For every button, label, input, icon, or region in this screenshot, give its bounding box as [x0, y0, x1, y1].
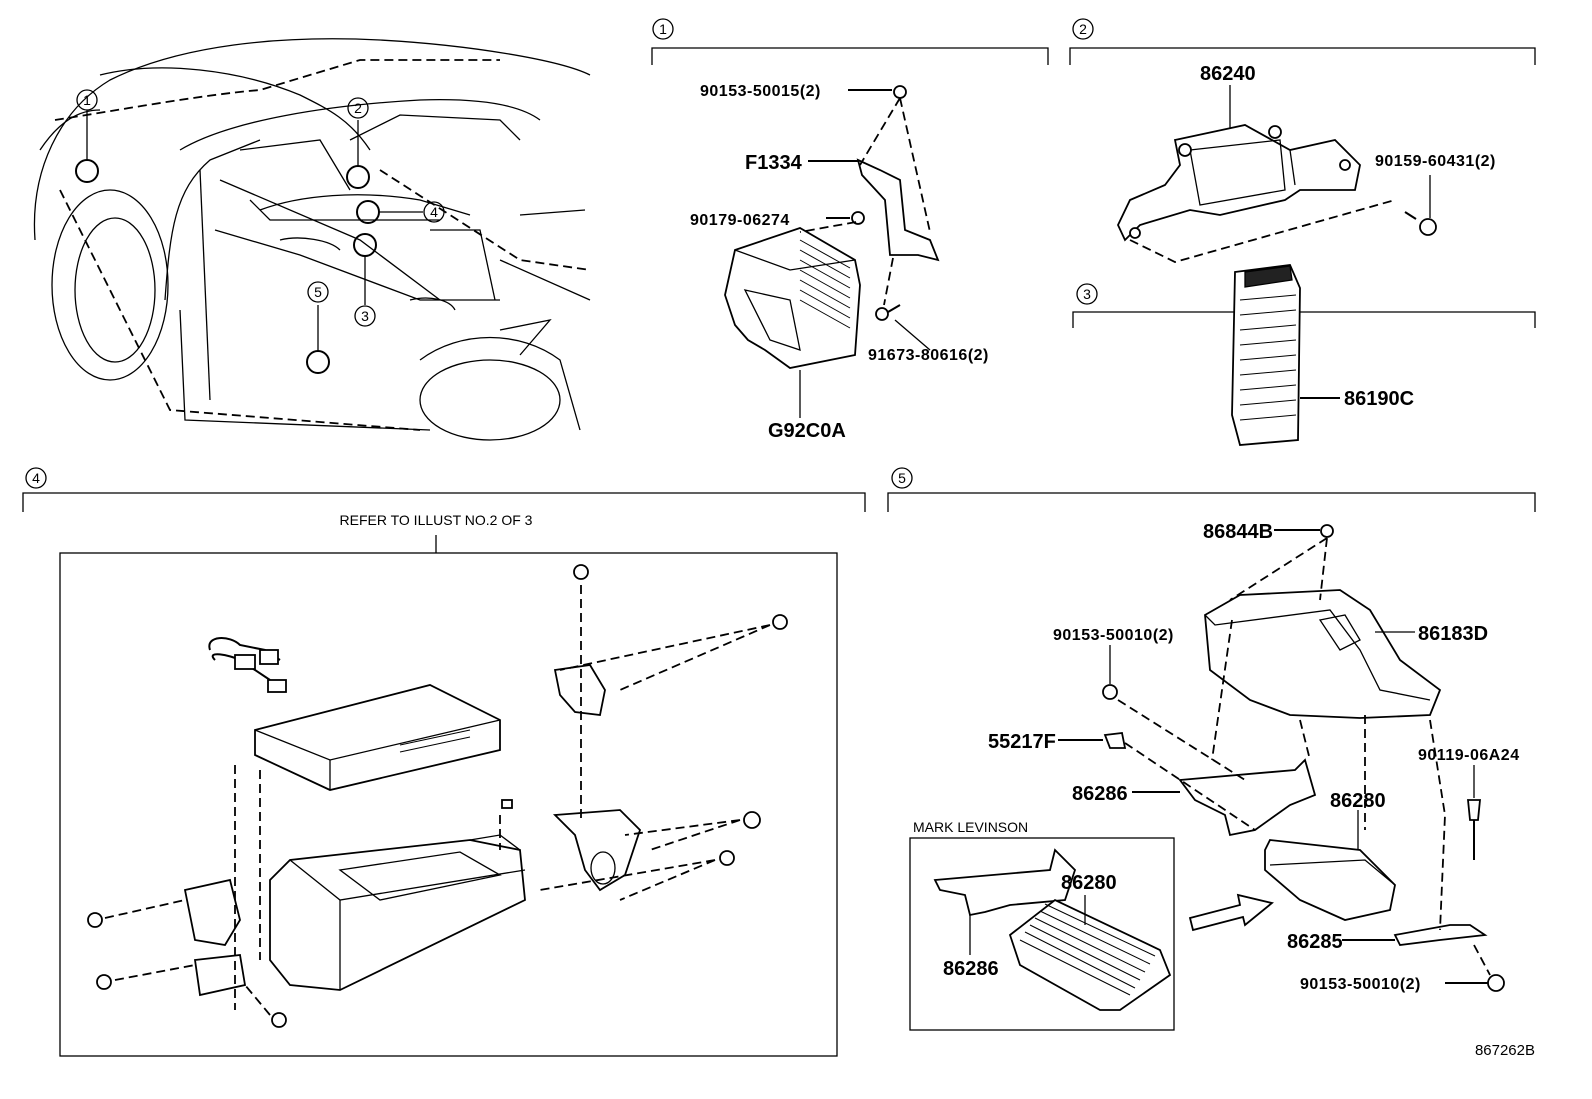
callout-2-overview: 2: [347, 97, 369, 119]
label-90153-50015: 90153-50015(2): [700, 83, 821, 100]
callout-1-overview: 1: [76, 89, 98, 111]
callout-3-overview: 3: [354, 305, 376, 327]
svg-text:5: 5: [898, 470, 906, 486]
label-90159-60431: 90159-60431(2): [1375, 153, 1496, 170]
label-86285: 86285: [1287, 931, 1343, 953]
label-ml-86286: 86286: [943, 958, 999, 980]
section-4-parts: [59, 535, 838, 1057]
callout-4-overview: 4: [423, 201, 445, 223]
label-86190C: 86190C: [1344, 388, 1414, 410]
label-90153-50010-bottom: 90153-50010(2): [1300, 976, 1421, 993]
label-F1334: F1334: [745, 152, 803, 174]
section-2-parts: [1117, 85, 1437, 263]
section-1-bracket: 1: [651, 18, 1049, 65]
car-overview-illustration: [33, 38, 591, 441]
section-5-parts: [909, 524, 1505, 1031]
label-86286: 86286: [1072, 783, 1128, 805]
label-90119-06A24: 90119-06A24: [1418, 747, 1520, 764]
section-4-bracket: 4: [22, 467, 866, 512]
label-86240: 86240: [1200, 63, 1256, 85]
location-marker-3: [353, 233, 377, 257]
location-marker-5: [306, 350, 330, 374]
svg-text:5: 5: [314, 284, 322, 300]
label-91673-80616: 91673-80616(2): [868, 347, 989, 364]
label-55217F: 55217F: [988, 731, 1056, 753]
label-90153-50010-top: 90153-50010(2): [1053, 627, 1174, 644]
label-86280: 86280: [1330, 790, 1386, 812]
svg-text:1: 1: [659, 21, 667, 37]
svg-text:4: 4: [430, 204, 438, 220]
svg-text:3: 3: [361, 308, 369, 324]
mark-levinson-note: MARK LEVINSON: [913, 819, 1028, 835]
location-marker-1: [75, 159, 99, 183]
section-5-bracket: 5: [887, 467, 1536, 512]
refer-note: REFER TO ILLUST NO.2 OF 3: [340, 512, 533, 528]
svg-text:2: 2: [1079, 21, 1087, 37]
label-ml-86280: 86280: [1061, 872, 1117, 894]
location-marker-2: [346, 165, 370, 189]
label-G92C0A: G92C0A: [768, 420, 846, 442]
svg-text:1: 1: [83, 92, 91, 108]
svg-text:4: 4: [32, 470, 40, 486]
drawing-number: 867262B: [1475, 1042, 1535, 1059]
svg-text:2: 2: [354, 100, 362, 116]
label-86844B: 86844B: [1203, 521, 1273, 543]
section-3-part-relay: [1231, 264, 1340, 446]
section-1-parts: [724, 85, 940, 418]
section-3-bracket: 3: [1072, 283, 1536, 328]
svg-text:3: 3: [1083, 286, 1091, 302]
callout-5-overview: 5: [307, 281, 329, 303]
section-2-bracket: 2: [1069, 18, 1536, 65]
label-90179-06274: 90179-06274: [690, 212, 790, 229]
label-86183D: 86183D: [1418, 623, 1488, 645]
